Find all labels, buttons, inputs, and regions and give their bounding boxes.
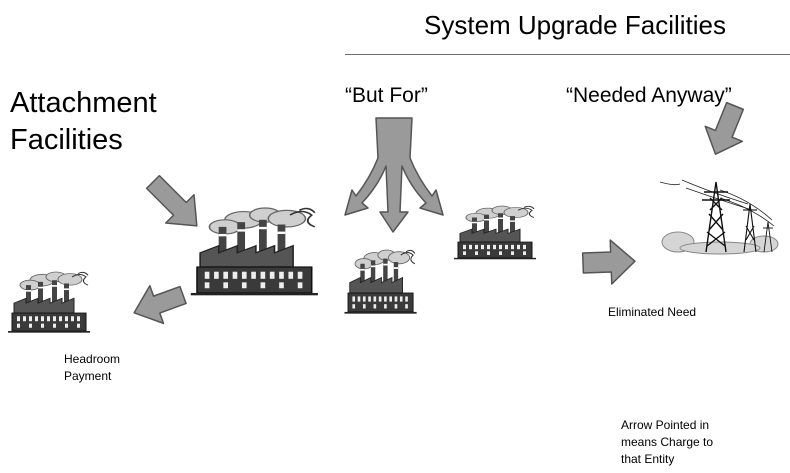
system-upgrade-title: System Upgrade Facilities — [424, 10, 726, 40]
arrow-icon-headroom — [133, 285, 187, 325]
arrow-icon-eliminated — [581, 239, 636, 285]
note-line2: means Charge to — [621, 435, 714, 449]
title-underline — [345, 54, 790, 55]
arrow-icon-attachment — [145, 174, 198, 227]
needed-anyway-label: “Needed Anyway” — [566, 84, 732, 107]
factory-icon-left — [7, 271, 91, 334]
arrow-icon-but-for — [344, 117, 444, 233]
factory-icon-main — [189, 207, 319, 297]
but-for-label: “But For” — [345, 84, 428, 107]
factory-icon-right — [453, 205, 537, 260]
transmission-tower-icon — [659, 179, 779, 255]
attachment-heading-line2: Facilities — [10, 124, 123, 156]
attachment-heading-line1: Attachment — [10, 87, 157, 119]
headroom-payment-line1: Headroom — [64, 352, 121, 366]
headroom-payment-line2: Payment — [64, 369, 112, 383]
factory-icon-center — [343, 249, 418, 315]
arrow-icon-needed-anyway — [704, 101, 745, 155]
note-line1: Arrow Pointed in — [621, 418, 710, 432]
note-line3: that Entity — [621, 452, 675, 466]
eliminated-need-label: Eliminated Need — [608, 305, 697, 319]
